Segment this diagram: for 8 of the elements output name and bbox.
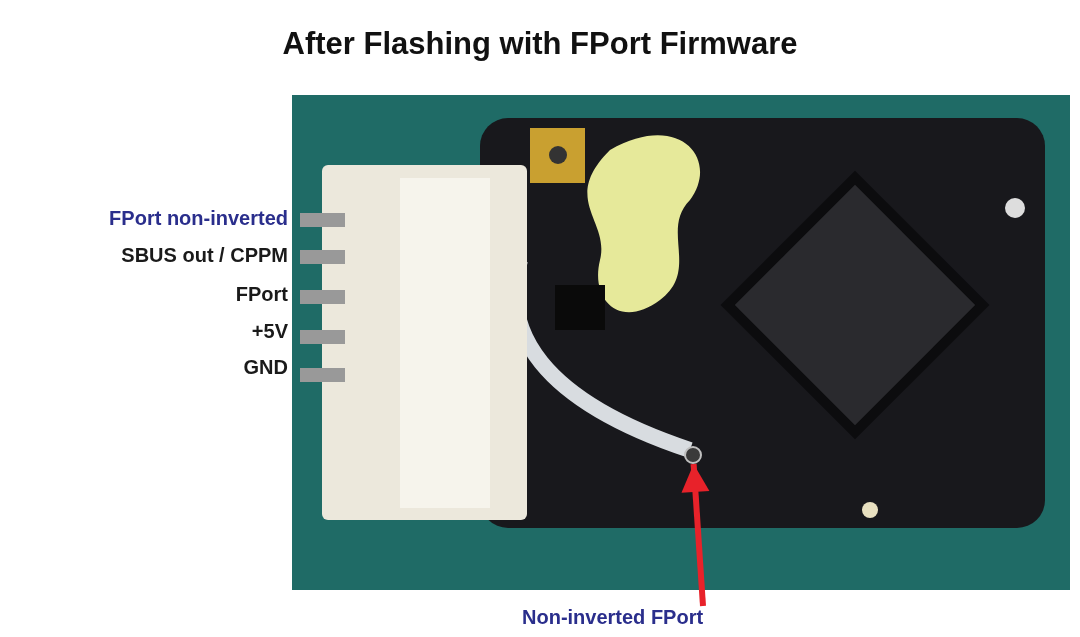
pin-label: SBUS out / CPPM (121, 244, 288, 267)
pin-label: GND (243, 356, 288, 379)
pin-label: FPort non-inverted (109, 207, 288, 230)
diagram-title: After Flashing with FPort Firmware (281, 26, 799, 62)
pin-label: FPort (235, 283, 288, 306)
pin-label: +5V (251, 320, 288, 343)
arrow (681, 463, 710, 607)
callout-text: Non-inverted FPort (522, 606, 704, 632)
